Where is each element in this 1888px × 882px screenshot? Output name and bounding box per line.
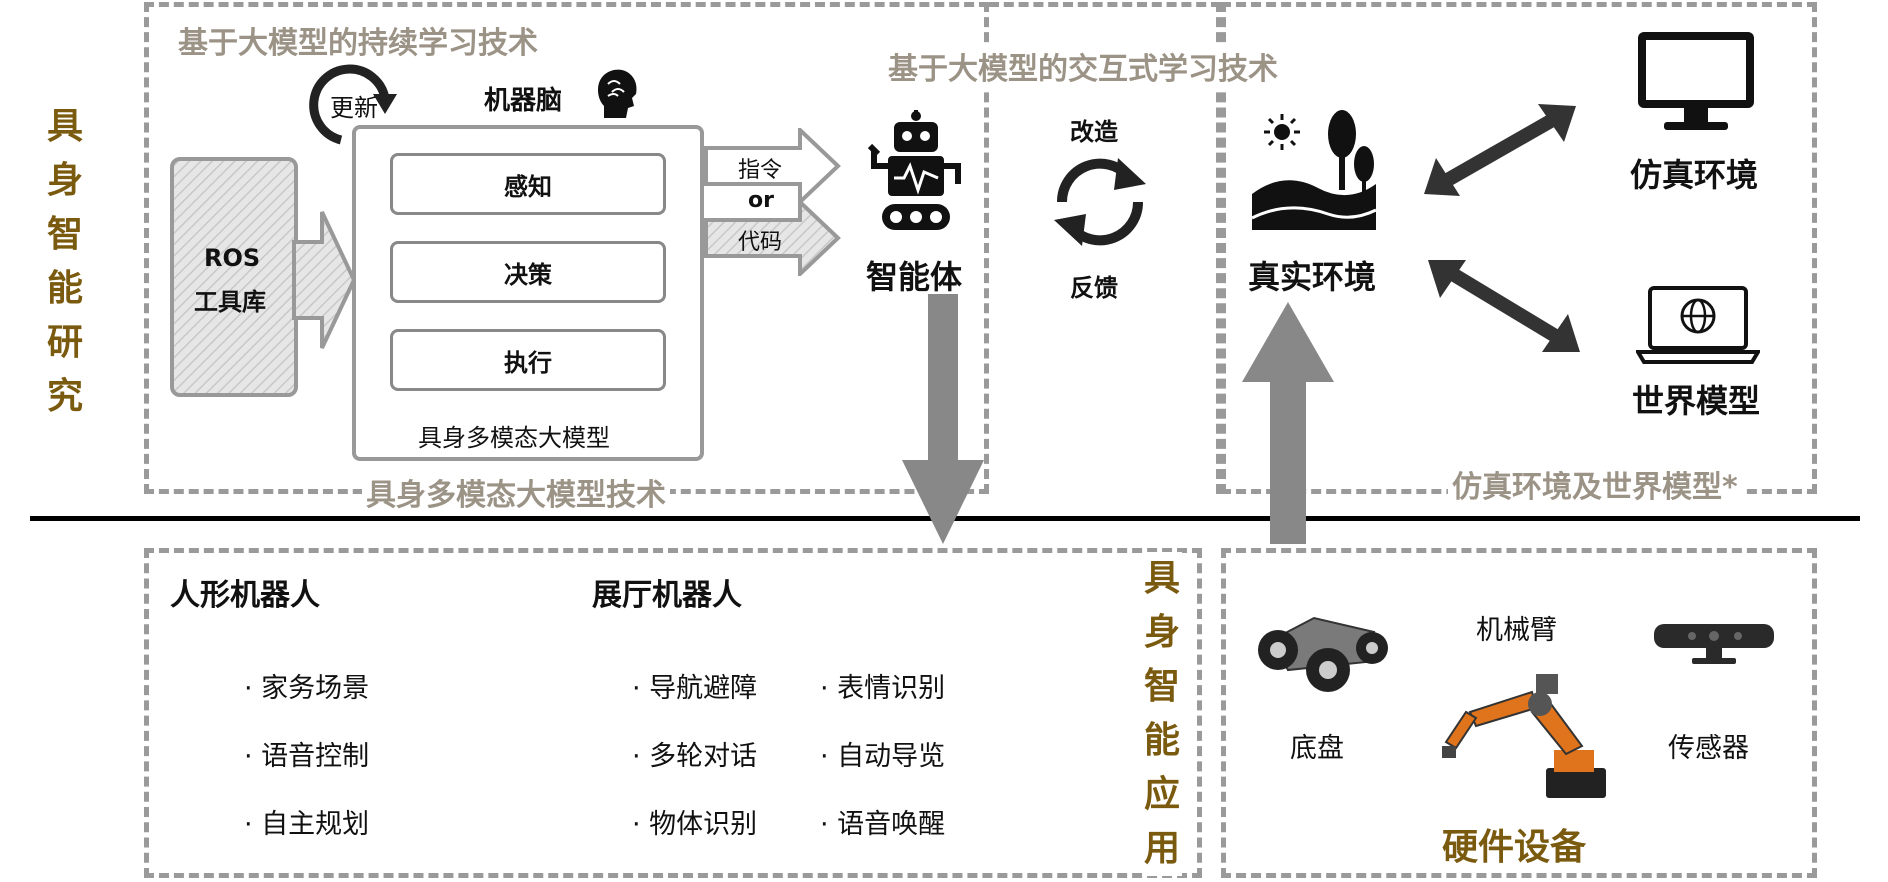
research-label: 具身智能研究 [46, 106, 83, 417]
hall-robot-title: 展厅机器人 [592, 578, 742, 613]
update-label: 更新 [330, 94, 378, 122]
brain-label: 机器脑 [484, 86, 563, 116]
hardware-title: 硬件设备 [1442, 827, 1587, 868]
sensor-label: 传感器 [1668, 733, 1749, 764]
agent-down-arrow [902, 294, 984, 544]
refresh-icon [1054, 158, 1146, 246]
humanoid-hall-region [144, 548, 1202, 878]
command-label: 指令 [738, 158, 783, 183]
arm-label: 机械臂 [1476, 615, 1557, 646]
hall-item: · 表情识别 [820, 673, 946, 704]
real-env-label: 真实环境 [1248, 258, 1377, 296]
interactive-learning-title: 基于大模型的交互式学习技术 [884, 44, 1282, 88]
laptop-globe-icon [1636, 286, 1760, 364]
feedback-label: 反馈 [1070, 274, 1118, 302]
sim-env-label: 仿真环境 [1630, 156, 1759, 194]
interactive-learning-region [989, 2, 1221, 494]
hall-item: · 语音唤醒 [820, 809, 946, 840]
decision-module: 决策 [390, 241, 666, 303]
multimodal-title: 具身多模态大模型技术 [362, 470, 670, 514]
hardware-up-arrow [1242, 302, 1334, 544]
update-cycle-icon [309, 64, 397, 145]
humanoid-item: · 自主规划 [244, 809, 370, 840]
agent-label: 智能体 [866, 258, 963, 296]
hall-item: · 物体识别 [632, 809, 758, 840]
continual-learning-title: 基于大模型的持续学习技术 [174, 18, 542, 62]
output-arrows [704, 128, 841, 276]
chassis-label: 底盘 [1290, 733, 1344, 764]
real-world-arrow [1428, 260, 1580, 352]
ros-label-line2: 工具库 [194, 288, 266, 316]
hardware-region [1221, 548, 1817, 878]
perception-module: 感知 [390, 153, 666, 215]
sensor-icon [1654, 624, 1774, 664]
transform-label: 改造 [1070, 118, 1118, 146]
ros-label-line1: ROS [204, 244, 261, 272]
hall-item: · 多轮对话 [632, 741, 758, 772]
robot-arm-icon [1442, 674, 1606, 798]
chassis-icon [1258, 616, 1388, 692]
sim-world-title: 仿真环境及世界模型* [1448, 462, 1742, 506]
ros-box [170, 157, 298, 397]
brain-icon [598, 69, 637, 118]
hall-item: · 导航避障 [632, 673, 758, 704]
humanoid-title: 人形机器人 [170, 578, 320, 613]
execution-module: 执行 [390, 329, 666, 391]
humanoid-item: · 家务场景 [244, 673, 370, 704]
model-caption: 具身多模态大模型 [418, 424, 610, 452]
hall-item: · 自动导览 [820, 741, 946, 772]
world-model-label: 世界模型 [1632, 382, 1761, 420]
humanoid-item: · 语音控制 [244, 741, 370, 772]
robot-icon [868, 110, 961, 230]
application-label: 具身智能应用 [1142, 552, 1182, 876]
monitor-icon [1638, 32, 1754, 130]
real-sim-arrow [1424, 104, 1576, 196]
landscape-icon [1251, 110, 1377, 230]
code-label: 代码 [738, 230, 783, 255]
or-label: or [748, 188, 774, 213]
ros-to-model-arrow [292, 211, 356, 349]
